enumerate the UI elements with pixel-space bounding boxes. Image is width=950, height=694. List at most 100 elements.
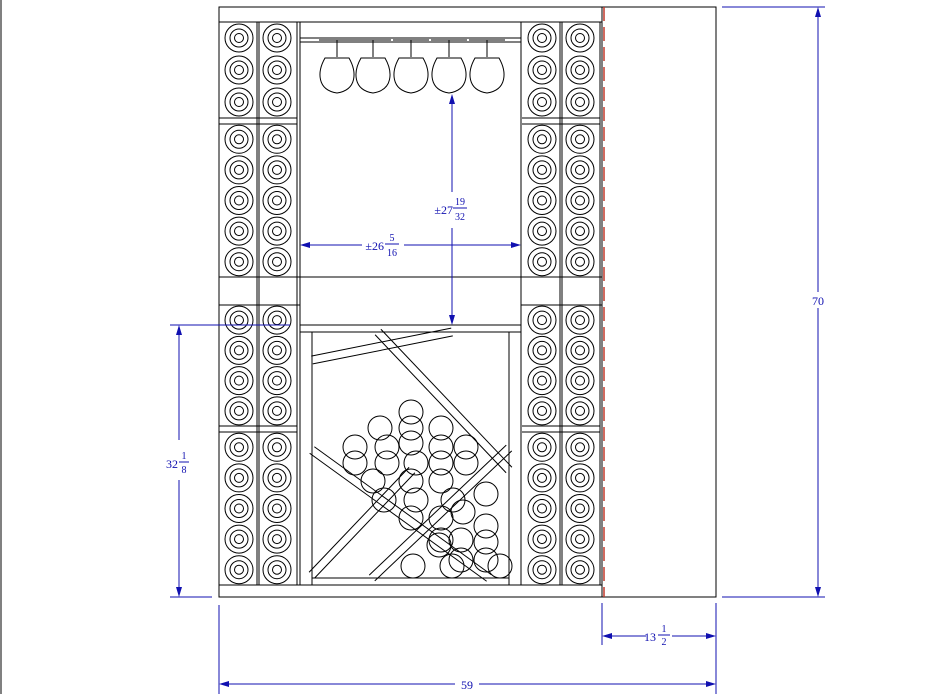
bottle-end (262, 55, 292, 85)
bin-bottle (448, 547, 474, 573)
svg-text:8: 8 (182, 465, 187, 476)
bottle-end (565, 396, 595, 426)
bottle-end (565, 494, 595, 523)
bottle-end (565, 124, 595, 154)
svg-text:2: 2 (662, 637, 667, 648)
bin-bottle (439, 553, 465, 579)
bottle-end (565, 87, 595, 117)
bottle-end (527, 463, 557, 493)
bottle-end (224, 555, 254, 585)
svg-text:19: 19 (455, 197, 465, 208)
bin-bottle (374, 434, 400, 460)
bottle-end (565, 305, 595, 335)
overall-width-label: 59 (461, 678, 473, 692)
bottle-end (527, 216, 557, 246)
bottle-end (224, 366, 254, 396)
svg-text:1: 1 (182, 451, 187, 462)
bin-bottle (367, 415, 393, 441)
wine-glass (469, 57, 505, 94)
wine-glass (319, 57, 355, 94)
side-panel-whole: 13 (644, 630, 656, 644)
bottle-end (224, 124, 254, 154)
dimension-opening-height: ±27 19 32 (434, 94, 467, 325)
bin-bottle (374, 450, 400, 476)
bin-bottle (448, 527, 474, 553)
bottle-end (262, 432, 292, 462)
bottle-end (224, 155, 254, 185)
bottle-end (527, 555, 557, 585)
bottle-end (262, 524, 292, 554)
bottle-end (565, 366, 595, 396)
bottle-end (565, 55, 595, 85)
opening-height-whole: ±27 (434, 203, 453, 217)
bottle-end (565, 186, 595, 215)
svg-text:16: 16 (387, 248, 397, 259)
bin-bottle (428, 415, 454, 441)
x-brace (308, 327, 513, 582)
bin-bottle (428, 527, 454, 553)
bin-bottle (398, 505, 424, 531)
svg-text:5: 5 (390, 233, 395, 244)
diamond-bin-bottles (342, 399, 513, 579)
opening-width-whole: ±26 (365, 239, 384, 253)
bottle-end (262, 155, 292, 185)
bin-bottle (400, 553, 426, 579)
bin-bottle (403, 450, 429, 476)
bottle-end (224, 335, 254, 365)
bin-bottle (398, 468, 424, 494)
bottle-end (527, 335, 557, 365)
bottle-end (224, 247, 254, 277)
bin-bottle (398, 415, 424, 441)
svg-text:32: 32 (455, 212, 465, 223)
bottle-end (565, 432, 595, 462)
bottle-end (527, 23, 557, 53)
bottle-end (224, 463, 254, 493)
bin-bottle (473, 481, 499, 507)
bottle-end (262, 494, 292, 523)
bottle-end (262, 247, 292, 277)
bottle-end (262, 335, 292, 365)
bottle-end (527, 186, 557, 215)
bottle-end (527, 432, 557, 462)
bottle-end (224, 23, 254, 53)
bottle-end (224, 186, 254, 215)
bottle-end (565, 463, 595, 493)
bin-bottle (398, 430, 424, 456)
bottle-end (527, 55, 557, 85)
bottle-end (527, 396, 557, 426)
bottle-end (262, 366, 292, 396)
bin-bottle (453, 434, 479, 460)
bottle-end (565, 335, 595, 365)
bottle-end (527, 524, 557, 554)
cabinet-outline (218, 6, 717, 598)
bottle-end (262, 555, 292, 585)
bottle-end (262, 396, 292, 426)
bottle-columns (219, 22, 601, 585)
left-divider-shelf (218, 276, 301, 306)
bin-bottle (473, 529, 499, 555)
bottle-end (565, 247, 595, 277)
bin-bottle (453, 450, 479, 476)
upper-opening (299, 21, 522, 278)
bottle-end (527, 87, 557, 117)
bottle-end (224, 494, 254, 523)
counter-top (299, 324, 522, 333)
bottle-end (527, 247, 557, 277)
bin-bottle (473, 513, 499, 539)
svg-text:1: 1 (662, 624, 667, 635)
lower-height-whole: 32 (166, 457, 178, 471)
bottle-end (224, 305, 254, 335)
bin-bottle (450, 499, 476, 525)
bin-bottle (426, 532, 452, 558)
bin-bottle (342, 434, 368, 460)
bottle-end (262, 186, 292, 215)
bottle-end (262, 87, 292, 117)
dimension-opening-width: ±26 5 16 (300, 233, 521, 259)
bottle-end (262, 305, 292, 335)
bottle-end (224, 55, 254, 85)
bin-bottle (403, 487, 429, 513)
dimension-lower-height: 32 1 8 (166, 324, 290, 598)
wine-glass (431, 57, 467, 94)
dimension-overall-width: 59 (218, 605, 717, 694)
